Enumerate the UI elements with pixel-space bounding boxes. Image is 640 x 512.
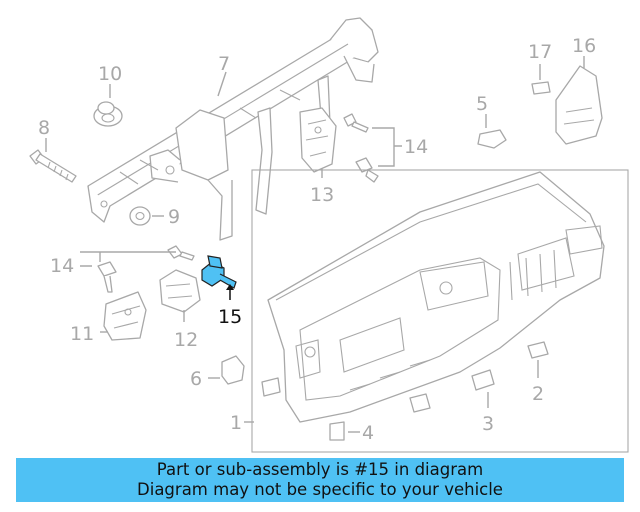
cross-member-beam	[87, 17, 379, 241]
leader-7	[217, 71, 227, 97]
callout-17: 17	[528, 41, 552, 63]
callout-6: 6	[190, 368, 202, 390]
leader-14-right	[372, 127, 402, 167]
part-6-clip	[221, 355, 245, 385]
callout-10: 10	[98, 63, 122, 85]
part-15-highlighted-bracket	[201, 255, 237, 289]
part-8-bolt	[29, 149, 77, 183]
callout-5: 5	[476, 93, 488, 115]
callout-14-right: 14	[404, 136, 428, 158]
leader-14-left	[80, 251, 176, 267]
dashboard-clip-left	[261, 377, 281, 397]
leader-15-arrowhead	[226, 284, 234, 290]
callout-14-left: 14	[50, 255, 74, 277]
banner-line-disclaimer: Diagram may not be specific to your vehi…	[137, 480, 503, 499]
part-5-clip	[477, 129, 507, 149]
callout-9: 9	[168, 206, 180, 228]
part-11-bracket	[103, 291, 147, 341]
callout-7: 7	[218, 53, 230, 75]
info-banner: Part or sub-assembly is #15 in diagram D…	[16, 458, 624, 502]
callout-13: 13	[310, 184, 334, 206]
dashboard-frame	[251, 169, 629, 453]
dashboard-clip-center	[409, 393, 431, 413]
callout-3: 3	[482, 413, 494, 435]
callout-4: 4	[362, 422, 374, 444]
part-13-bracket	[299, 107, 337, 173]
part-10-grommet	[93, 101, 123, 127]
part-17-clip	[531, 81, 551, 95]
callout-8: 8	[38, 117, 50, 139]
callout-16: 16	[572, 35, 596, 57]
banner-line-part: Part or sub-assembly is #15 in diagram	[156, 460, 484, 479]
exploded-parts-diagram: 7 10 8 9 13 14 5 17 16 14 11 12 15 6 1 2…	[29, 17, 629, 453]
callout-1: 1	[230, 412, 242, 434]
callout-11: 11	[70, 323, 94, 345]
callout-2: 2	[532, 383, 544, 405]
part-12-bracket	[159, 269, 201, 313]
part-14-bolts-right	[343, 113, 379, 183]
callout-12: 12	[174, 329, 198, 351]
part-1-dashboard	[267, 171, 605, 423]
part-2-clip	[527, 341, 549, 359]
callout-15: 15	[218, 306, 242, 328]
part-4-clip	[329, 421, 345, 441]
part-9-nut	[129, 206, 151, 226]
part-16-side-panel	[555, 65, 603, 145]
part-3-clip	[471, 369, 495, 391]
